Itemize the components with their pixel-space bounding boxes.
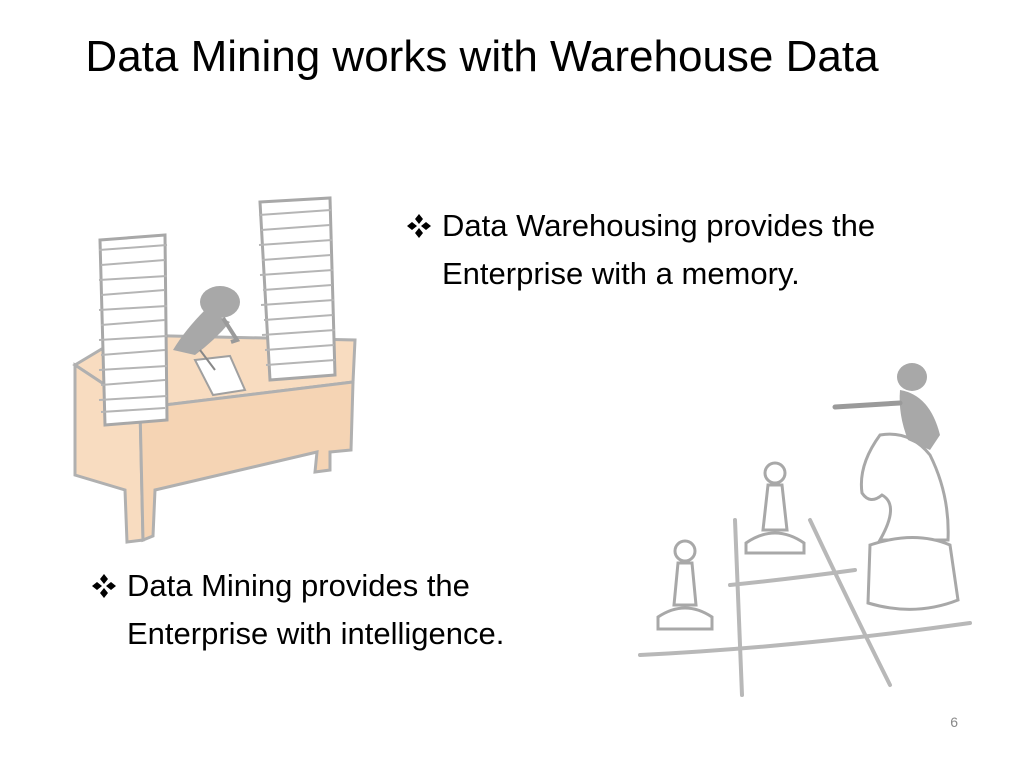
diamond-bullet-icon bbox=[407, 214, 431, 238]
desk-paper-stacks-icon bbox=[72, 196, 357, 544]
chess-pieces-icon bbox=[638, 363, 972, 697]
page-number: 6 bbox=[950, 714, 958, 730]
slide-title: Data Mining works with Warehouse Data bbox=[85, 32, 879, 81]
bullet-text: Data Warehousing provides the Enterprise… bbox=[442, 208, 876, 291]
diamond-bullet-icon bbox=[92, 574, 116, 598]
bullet-item-mining: Data Mining provides the Enterprise with… bbox=[91, 562, 611, 658]
bullet-text: Data Mining provides the Enterprise with… bbox=[127, 568, 505, 651]
bullet-item-warehousing: Data Warehousing provides the Enterprise… bbox=[406, 202, 986, 298]
